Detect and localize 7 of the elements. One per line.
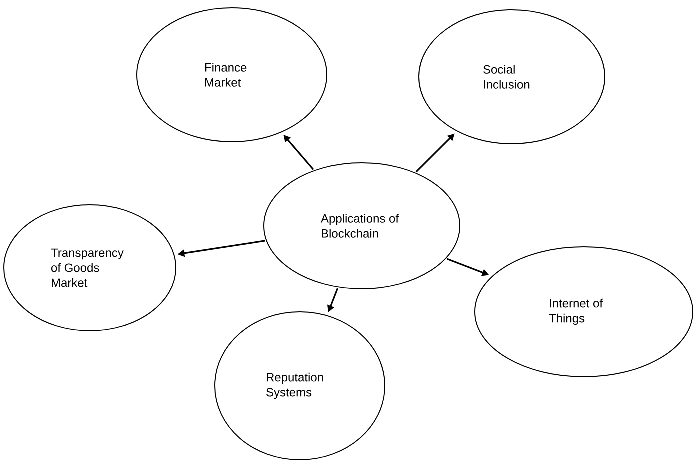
ellipse-node: Reputation Systems	[214, 312, 386, 460]
ellipse-node: Internet of Things	[474, 246, 694, 378]
ellipse-node: Applications of Blockchain	[264, 162, 460, 290]
ellipse-node: Finance Market	[136, 8, 328, 142]
ellipse-node: Transparency of Goods Market	[4, 204, 176, 332]
arrow	[284, 135, 314, 170]
ellipse-node: Social Inclusion	[418, 10, 606, 144]
